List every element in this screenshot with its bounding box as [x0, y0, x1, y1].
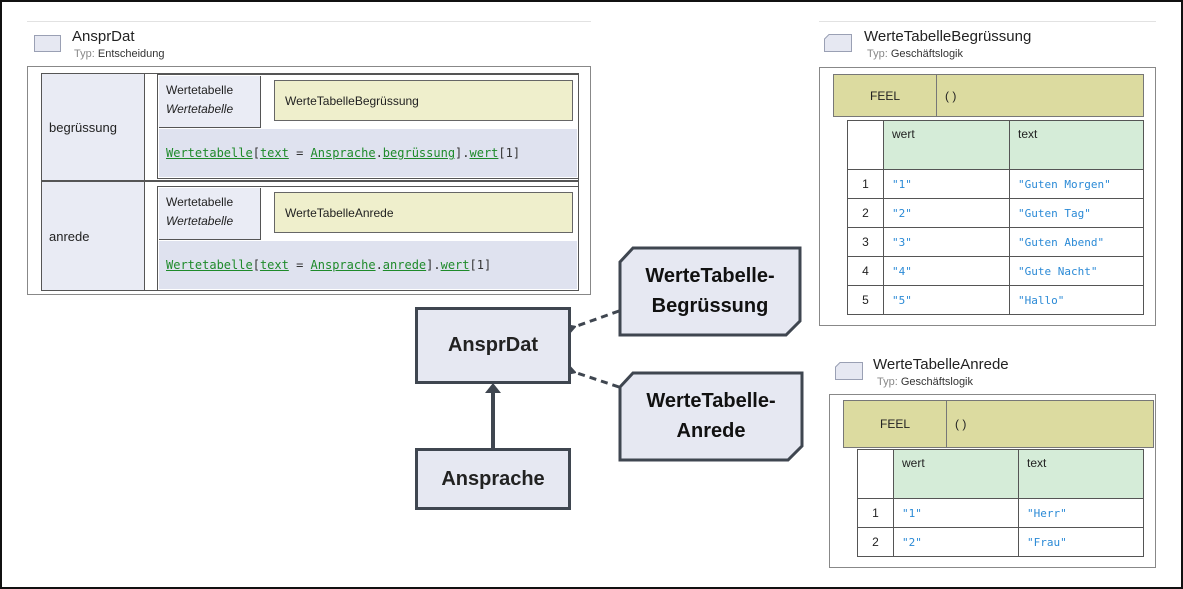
anrede-title: WerteTabelleAnrede: [873, 356, 1009, 373]
column-header[interactable]: text: [1009, 120, 1144, 170]
knowledge-source-2-label[interactable]: WerteTabelle- Anrede: [646, 390, 776, 442]
table-row[interactable]: 2 "2" "Frau": [857, 527, 1144, 557]
table-row[interactable]: 3 "3" "Guten Abend": [847, 227, 1144, 257]
knowledge-source-1-label[interactable]: WerteTabelle- Begrüssung: [645, 265, 775, 317]
cell-text[interactable]: "Frau": [1018, 527, 1144, 557]
begruessung-grid: wert text 1 "1" "Guten Morgen" 2 "2" "Gu…: [847, 120, 1144, 315]
begruessung-table-panel: FEEL ( ) wert text 1 "1" "Guten Morgen" …: [819, 67, 1156, 326]
context-cell: Wertetabelle Wertetabelle WerteTabelleAn…: [157, 186, 579, 291]
context-entry-value[interactable]: WerteTabelleBegrüssung: [274, 80, 573, 121]
cell-text[interactable]: "Herr": [1018, 498, 1144, 528]
decision-panel-title: AnsprDat: [72, 28, 135, 45]
knowledge-requirement-1: [574, 309, 620, 327]
context-row-name: begrüssung: [42, 74, 145, 180]
decision-panel-type: Typ: Entscheidung: [74, 48, 165, 60]
cell-wert[interactable]: "3": [883, 227, 1010, 257]
anrede-table-panel: FEEL ( ) wert text 1 "1" "Herr" 2 "2" "F…: [829, 394, 1156, 568]
result-expression[interactable]: Wertetabelle[text = Ansprache.begrüssung…: [159, 129, 577, 177]
table-row[interactable]: 5 "5" "Hallo": [847, 285, 1144, 315]
result-expression[interactable]: Wertetabelle[text = Ansprache.anrede].we…: [159, 241, 577, 289]
feel-value: ( ): [955, 417, 967, 431]
cell-wert[interactable]: "1": [893, 498, 1019, 528]
feel-label: FEEL: [834, 75, 937, 116]
feel-label: FEEL: [844, 401, 947, 447]
information-requirement-arrowhead: [485, 383, 501, 393]
anrede-grid: wert text 1 "1" "Herr" 2 "2" "Frau": [857, 449, 1144, 557]
context-entry-label: Wertetabelle Wertetabelle: [159, 76, 261, 128]
table-row[interactable]: 1 "1" "Herr": [857, 498, 1144, 528]
table-row[interactable]: 1 "1" "Guten Morgen": [847, 169, 1144, 199]
context-entry-value[interactable]: WerteTabelleAnrede: [274, 192, 573, 233]
feel-header: FEEL ( ): [833, 74, 1144, 117]
begruessung-title: WerteTabelleBegrüssung: [864, 28, 1032, 45]
input-data-node[interactable]: Ansprache: [415, 448, 571, 510]
begruessung-type: Typ: Geschäftslogik: [867, 48, 964, 60]
context-row-name: anrede: [42, 182, 145, 290]
row-number: 5: [847, 285, 884, 315]
cell-wert[interactable]: "2": [893, 527, 1019, 557]
context-cell: Wertetabelle Wertetabelle WerteTabelleBe…: [157, 74, 579, 179]
column-header[interactable]: text: [1018, 449, 1144, 499]
cell-text[interactable]: "Guten Tag": [1009, 198, 1144, 228]
decision-node[interactable]: AnsprDat: [415, 307, 571, 384]
cell-text[interactable]: "Hallo": [1009, 285, 1144, 315]
panel-top-line: [27, 21, 591, 22]
row-separator: [42, 180, 578, 182]
cell-text[interactable]: "Guten Morgen": [1009, 169, 1144, 199]
table-row[interactable]: 2 "2" "Guten Tag": [847, 198, 1144, 228]
context-entry-label: Wertetabelle Wertetabelle: [159, 188, 261, 240]
corner-cell: [847, 120, 884, 170]
column-header[interactable]: wert: [893, 449, 1019, 499]
cell-wert[interactable]: "5": [883, 285, 1010, 315]
context-table: begrüssung Wertetabelle Wertetabelle Wer…: [27, 66, 591, 295]
knowledge-requirement-2: [574, 372, 620, 389]
corner-cell: [857, 449, 894, 499]
anrede-type: Typ: Geschäftslogik: [877, 376, 974, 388]
knowledge-source-2-shape[interactable]: [618, 371, 804, 462]
bkm-icon: [824, 34, 852, 52]
row-number: 1: [847, 169, 884, 199]
context-table-inner: begrüssung Wertetabelle Wertetabelle Wer…: [41, 73, 579, 291]
bkm-icon: [835, 362, 863, 380]
cell-text[interactable]: "Guten Abend": [1009, 227, 1144, 257]
feel-value: ( ): [945, 88, 957, 103]
column-header[interactable]: wert: [883, 120, 1010, 170]
cell-wert[interactable]: "1": [883, 169, 1010, 199]
decision-icon: [34, 35, 61, 52]
row-number: 1: [857, 498, 894, 528]
panel-top-line: [819, 21, 1156, 22]
knowledge-source-1-shape[interactable]: [618, 246, 802, 337]
feel-header: FEEL ( ): [843, 400, 1154, 448]
